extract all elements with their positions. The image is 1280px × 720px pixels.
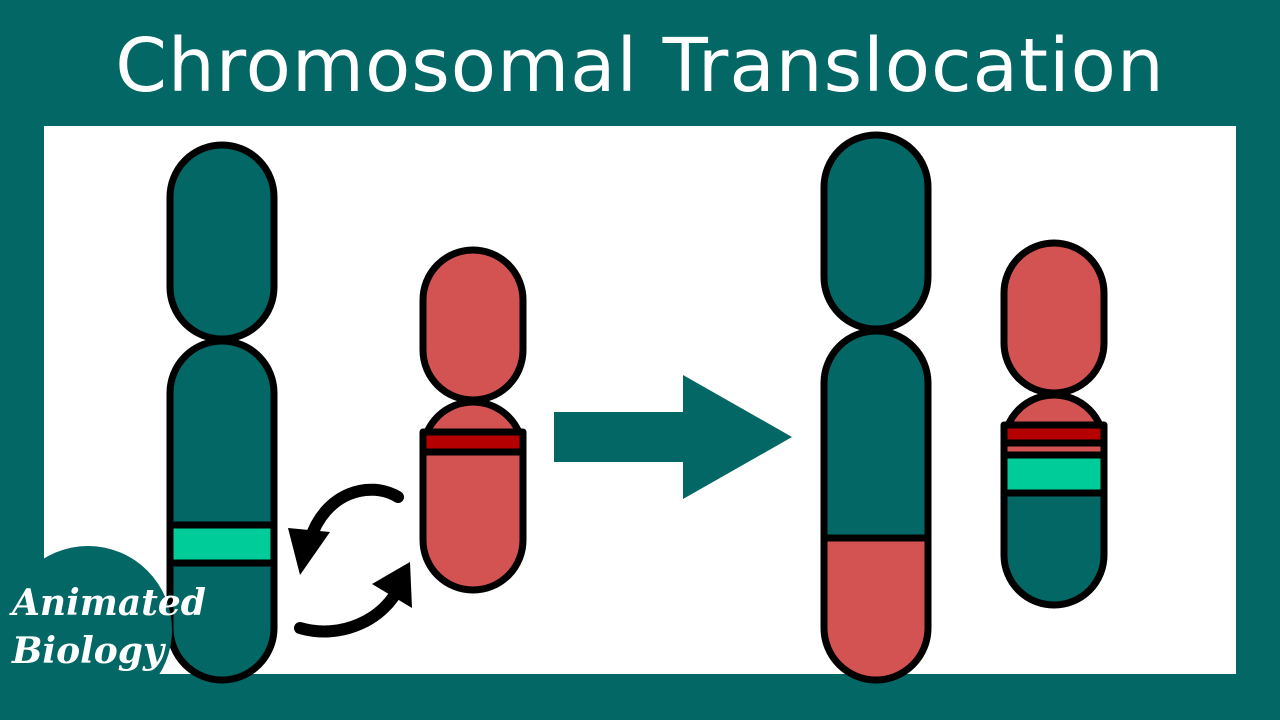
logo-badge: [4, 546, 172, 714]
after-short-green-band: [1000, 451, 1108, 497]
after-short-upper-arm: [1000, 239, 1108, 397]
after-long-chromosome: [820, 131, 932, 684]
after-short-dark-band: [1000, 421, 1108, 447]
after-short-lower-teal: [1000, 489, 1108, 609]
logo-text-biology: Biology: [12, 630, 164, 672]
after-long-upper-arm: [820, 131, 932, 333]
teal-green-band: [166, 521, 278, 567]
after-long-lower-teal: [820, 327, 932, 542]
swap-arrowheads: [288, 528, 412, 608]
red-upper-arm: [419, 246, 527, 404]
teal-lower-arm: [166, 337, 278, 684]
right-arrow-icon: [554, 375, 792, 499]
after-short-chromosome: [1000, 239, 1108, 609]
before-teal-chromosome: [166, 141, 278, 684]
curved-swap-arrows-icon: [294, 483, 406, 638]
teal-upper-arm: [166, 141, 278, 343]
red-dark-band: [419, 428, 527, 456]
logo-text-animated: Animated: [12, 582, 206, 624]
after-long-lower-red: [820, 534, 932, 684]
before-red-chromosome: [419, 246, 527, 594]
page-title: Chromosomal Translocation: [115, 23, 1165, 109]
